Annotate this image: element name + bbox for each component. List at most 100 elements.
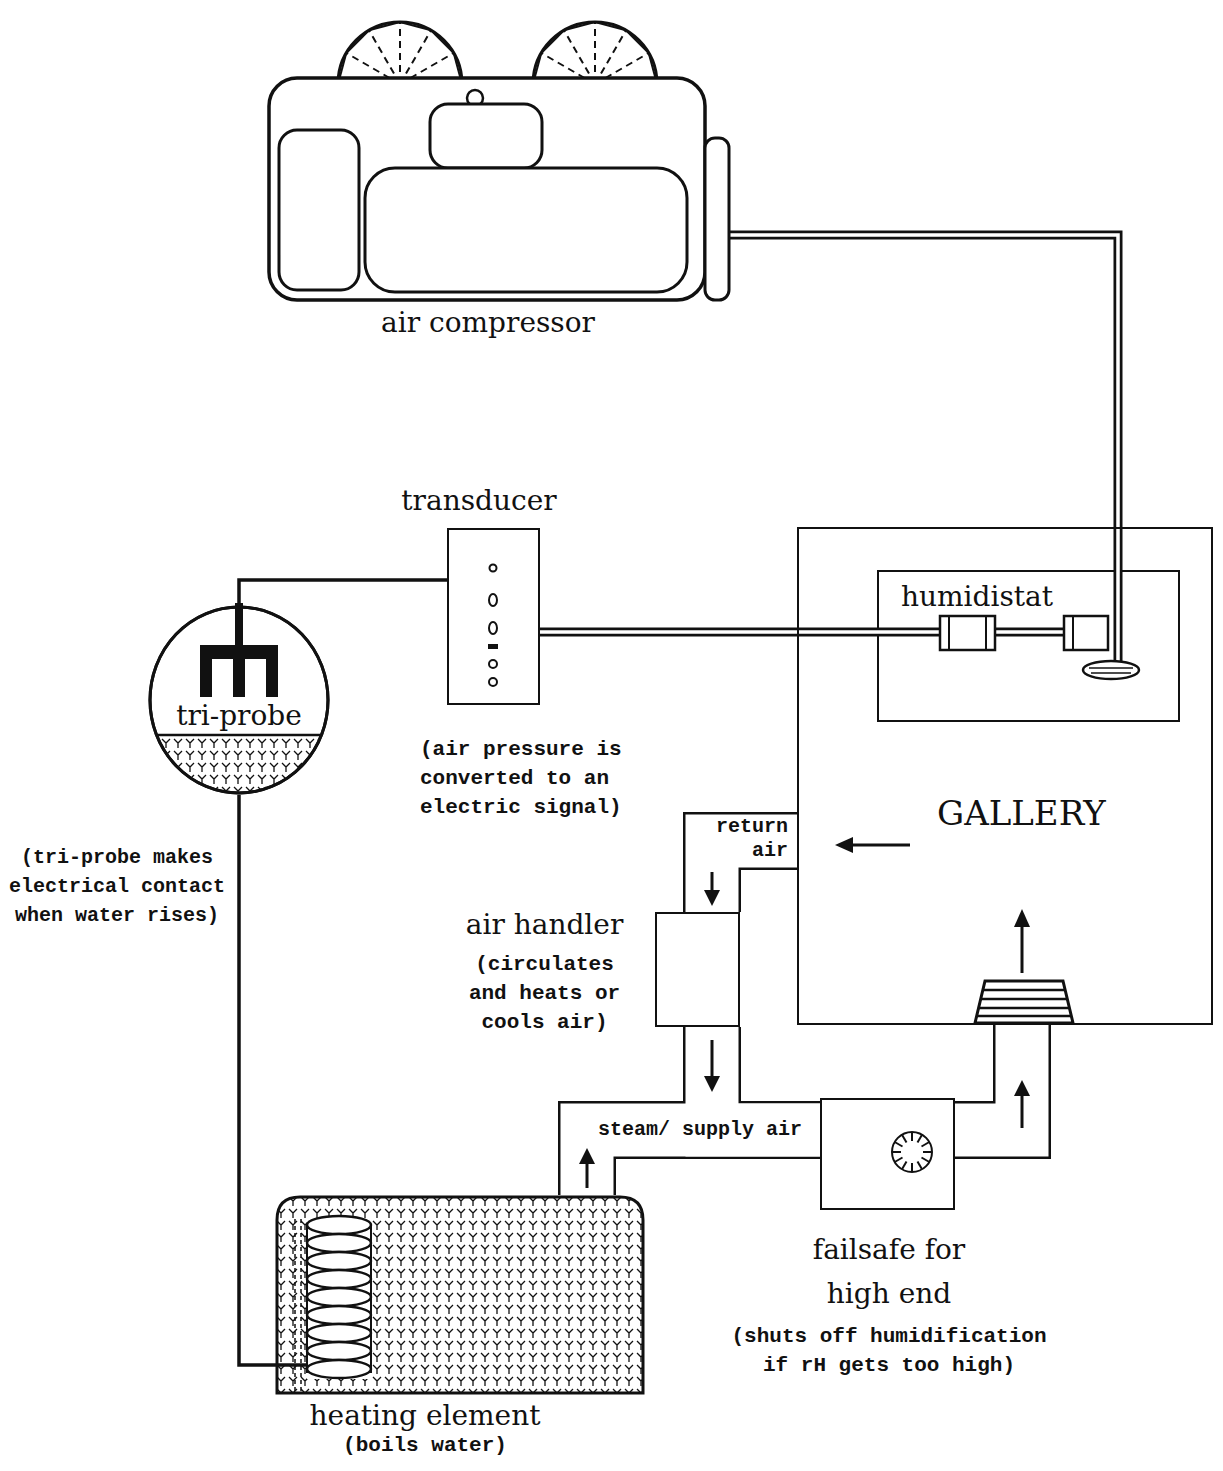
drawing-part xyxy=(1021,925,1024,973)
air-compressor-drawing xyxy=(265,18,730,303)
drawing-part xyxy=(918,1162,923,1170)
room-label: GALLERY xyxy=(937,793,1106,833)
drawing-part xyxy=(307,1342,371,1360)
drawing-part xyxy=(979,1007,1069,1010)
drawing-part xyxy=(307,1270,371,1288)
component-label: failsafe for high end xyxy=(789,1228,989,1316)
drawing-part xyxy=(307,1288,371,1306)
drawing-part xyxy=(200,659,212,697)
drawing-part xyxy=(266,659,278,697)
drawing-part xyxy=(1064,616,1108,650)
drawing-part xyxy=(541,30,564,53)
drawing-part xyxy=(911,1163,913,1172)
drawing-part xyxy=(940,616,995,650)
drawing-part xyxy=(892,1151,901,1153)
drawing-part xyxy=(1072,616,1074,650)
air-duct xyxy=(955,1025,1022,1130)
flow-arrow-shaft xyxy=(586,1164,589,1188)
flow-arrow-shaft xyxy=(711,872,714,890)
drawing-part xyxy=(200,645,278,659)
drawing-part xyxy=(307,1324,371,1342)
signal-wire xyxy=(239,580,447,605)
drawing-part xyxy=(922,1158,930,1163)
component-label: air handler xyxy=(452,908,637,942)
air-pipe xyxy=(730,235,1118,570)
component-label: heating element xyxy=(275,1399,575,1433)
failsafe-box-drawing xyxy=(822,1100,953,1208)
air-duct-inside xyxy=(955,1025,1022,1130)
drawing-part xyxy=(981,998,1067,1001)
drawing-part xyxy=(369,22,400,30)
drawing-part xyxy=(902,1162,907,1170)
drawing-part xyxy=(564,30,595,84)
component-label: air compressor xyxy=(338,306,638,340)
drawing-part xyxy=(365,168,687,292)
failsafe-box: failsafe for high end(shuts off humidifi… xyxy=(820,1098,955,1210)
drawing-part xyxy=(489,678,497,686)
flow-arrowhead xyxy=(704,890,720,906)
drawing-part xyxy=(892,1132,932,1172)
component-note: (circulates and heats or cools air) xyxy=(462,950,627,1037)
flow-arrowhead xyxy=(704,1076,720,1092)
drawing-part xyxy=(595,22,626,30)
drawing-part xyxy=(430,104,542,168)
drawing-part xyxy=(279,130,359,290)
drawing-part xyxy=(157,734,322,737)
drawing-part xyxy=(995,628,1064,637)
drawing-part xyxy=(346,30,369,53)
flow-arrow-shaft xyxy=(711,1040,714,1076)
drawing-part xyxy=(995,630,1064,634)
flow-arrowhead xyxy=(1014,1080,1030,1096)
heating-element-tank: heating element(boils water) xyxy=(275,1195,645,1395)
component-label: tri-probe xyxy=(148,699,330,733)
drawing-part xyxy=(277,1197,643,1393)
drawing-part xyxy=(918,1135,923,1143)
drawing-part xyxy=(948,616,950,650)
tri-probe-circle: tri-probe(tri-probe makes electrical con… xyxy=(148,605,342,795)
flow-arrow-shaft xyxy=(1021,1096,1024,1128)
drawing-part xyxy=(275,1363,307,1367)
drawing-part xyxy=(977,1015,1071,1018)
drawing-part xyxy=(489,594,497,606)
drawing-part xyxy=(922,1142,930,1147)
component-note: (boils water) xyxy=(275,1431,575,1460)
drawing-part xyxy=(307,1219,371,1379)
drawing-part xyxy=(895,1142,903,1147)
component-note: (air pressure is converted to an electri… xyxy=(420,735,635,822)
drawing-part xyxy=(1114,570,1123,662)
gallery-room: GALLERY humidistat xyxy=(797,527,1213,1025)
drawing-part xyxy=(1083,661,1139,679)
drawing-part xyxy=(1091,672,1131,674)
drawing-part xyxy=(489,622,497,634)
component-label: humidistat xyxy=(901,580,1053,614)
drawing-part xyxy=(489,660,497,668)
component-note: (tri-probe makes electrical contact when… xyxy=(6,843,228,930)
transducer-box: transducer(air pressure is converted to … xyxy=(447,528,540,705)
drawing-part xyxy=(307,1234,371,1252)
drawing-part xyxy=(488,644,498,649)
drawing-part xyxy=(705,138,729,300)
drawing-part xyxy=(307,1252,371,1270)
connector-arrow-layer xyxy=(579,872,1030,1188)
humidistat-box: humidistat xyxy=(877,570,1180,722)
drawing-part xyxy=(431,30,454,53)
transducer-box-drawing xyxy=(449,530,538,703)
drawing-part xyxy=(233,659,245,697)
air-pipe xyxy=(540,628,877,637)
air-handler-box: air handler(circulates and heats or cool… xyxy=(655,912,740,1027)
duct-label: steam/ supply air xyxy=(598,1118,802,1142)
drawing-part xyxy=(594,22,596,84)
drawing-part xyxy=(490,565,497,572)
drawing-part xyxy=(975,981,1073,1023)
drawing-part xyxy=(307,1360,371,1378)
drawing-part xyxy=(307,1306,371,1324)
duct-label: return air xyxy=(702,815,788,863)
drawing-part xyxy=(911,1132,913,1141)
air-pipe-inside xyxy=(730,235,1118,570)
drawing-part xyxy=(902,1135,907,1143)
drawing-part xyxy=(269,78,705,300)
signal-wire xyxy=(239,795,275,1365)
drawing-part xyxy=(851,844,910,847)
drawing-part xyxy=(835,837,853,853)
air-compressor: air compressor xyxy=(265,18,730,303)
